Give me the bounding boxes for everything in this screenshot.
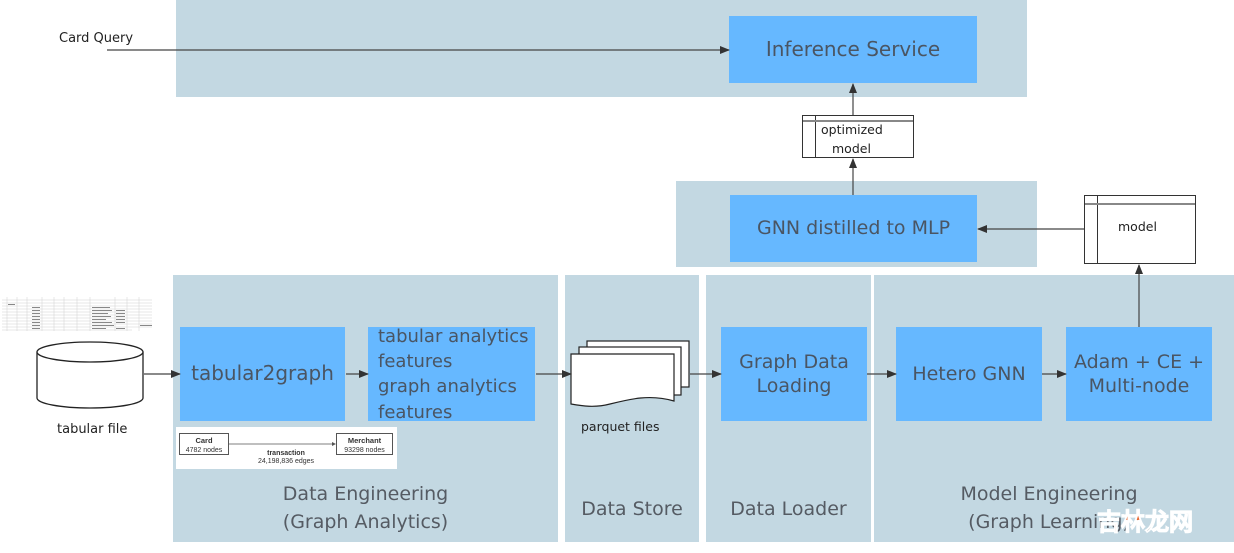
card-query-label: Card Query [59, 31, 134, 46]
data-engineering-label: Data Engineering (Graph Analytics) [173, 481, 558, 536]
tabular2graph-node[interactable]: tabular2graph [180, 327, 345, 421]
spreadsheet-thumbnail [2, 297, 152, 335]
graph-data-loading-line2: Loading [756, 375, 832, 397]
card-node-name: Card [195, 436, 213, 445]
analytics-features-node[interactable]: tabular analytics features graph analyti… [368, 327, 535, 421]
training-text: Adam + CE + Multi-node [1074, 350, 1204, 399]
edge-name: transaction [267, 450, 305, 457]
graph-data-loading-text: Graph Data Loading [739, 350, 849, 399]
data-engineering-title: Data Engineering [282, 483, 449, 505]
features-line: graph analytics [378, 376, 517, 398]
optimized-model-line2: model [832, 141, 871, 156]
hetero-gnn-node[interactable]: Hetero GNN [896, 327, 1042, 421]
merchant-node-box: Merchant 93298 nodes [336, 433, 393, 455]
gnn-distilled-label: GNN distilled to MLP [756, 217, 951, 240]
model-engineering-subtitle: (Graph Learning) [968, 510, 1130, 533]
training-line2: Multi-node [1088, 375, 1190, 397]
hetero-gnn-label: Hetero GNN [912, 362, 1026, 385]
database-cylinder-icon [36, 341, 144, 409]
tabular-file-label: tabular file [57, 422, 128, 437]
graph-schema-image: Card 4782 nodes Merchant 93298 nodes tra… [176, 427, 397, 469]
transaction-edge-label: transaction 24,198,836 edges [236, 450, 336, 467]
data-store-panel [565, 275, 699, 542]
watermark: 吉林龙网 [1097, 502, 1194, 537]
watermark-part1: 吉林 [1097, 508, 1146, 537]
model-doc[interactable]: model [1084, 195, 1196, 264]
merchant-node-count: 93298 nodes [344, 446, 385, 454]
tabular2graph-label: tabular2graph [191, 361, 334, 386]
watermark-part2: 龙网 [1145, 508, 1194, 537]
optimized-model-line1: optimized [821, 122, 883, 137]
doc-margin-line [815, 116, 816, 157]
features-line: tabular analytics [378, 327, 529, 347]
doc-header-line [803, 120, 913, 122]
training-node[interactable]: Adam + CE + Multi-node [1066, 327, 1212, 421]
transaction-edge-arrow [229, 442, 336, 446]
inference-service-label: Inference Service [765, 36, 941, 61]
model-engineering-title: Model Engineering [960, 483, 1138, 505]
optimized-model-doc[interactable]: optimized model [802, 115, 914, 158]
data-engineering-subtitle: (Graph Analytics) [282, 510, 449, 533]
parquet-files-icon [570, 340, 690, 407]
data-store-label: Data Store [581, 498, 683, 520]
doc-header-line [1085, 203, 1195, 205]
inference-service-node[interactable]: Inference Service [729, 16, 977, 83]
features-line: features [378, 351, 453, 373]
merchant-node-name: Merchant [347, 436, 382, 445]
data-loader-label: Data Loader [730, 498, 847, 520]
parquet-files-label: parquet files [581, 419, 660, 434]
model-doc-label: model [1118, 219, 1157, 234]
features-line: features [378, 401, 453, 421]
graph-data-loading-node[interactable]: Graph Data Loading [721, 327, 867, 421]
card-node-box: Card 4782 nodes [179, 433, 229, 455]
analytics-features-text: tabular analytics features graph analyti… [378, 327, 529, 421]
gnn-distilled-node[interactable]: GNN distilled to MLP [730, 195, 977, 262]
edge-count: 24,198,836 edges [257, 458, 315, 466]
model-engineering-label: Model Engineering (Graph Learning) [874, 481, 1224, 536]
training-line1: Adam + CE + [1073, 350, 1205, 373]
card-node-count: 4782 nodes [185, 446, 223, 454]
graph-data-loading-line1: Graph Data [739, 350, 849, 373]
doc-margin-line [1097, 196, 1098, 263]
